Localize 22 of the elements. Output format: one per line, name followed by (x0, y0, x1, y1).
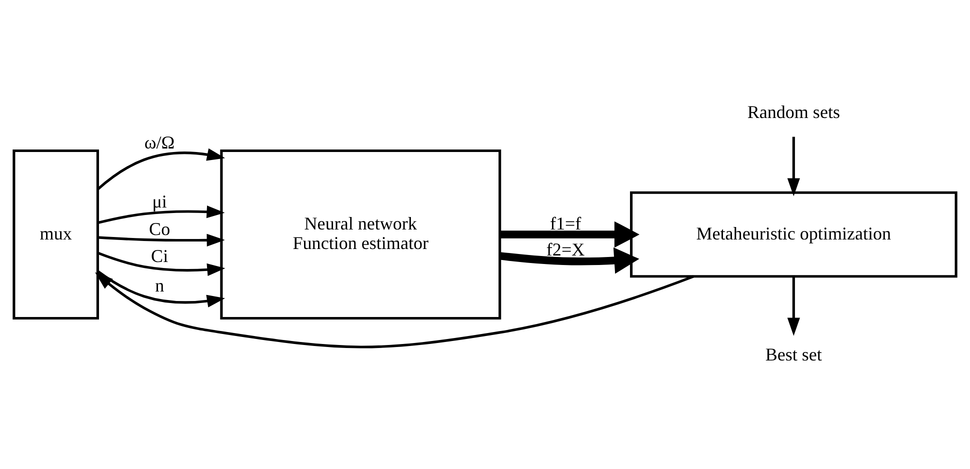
arrow (97, 252, 226, 276)
edge-label: Ci (151, 246, 168, 266)
arrow (500, 221, 640, 248)
arrow (787, 276, 800, 336)
node-text: Best set (765, 344, 822, 364)
edge-label: n (155, 275, 164, 296)
arrow (96, 148, 226, 190)
arrow (787, 136, 800, 196)
edge-label: μi (152, 192, 167, 212)
arrow (97, 270, 226, 308)
node-box: Neural network Function estimator (220, 149, 502, 320)
node-box: mux (12, 149, 99, 320)
edge-label: ω/Ω (144, 132, 175, 152)
edge-label: f1=f (550, 214, 582, 234)
arrow (98, 206, 225, 224)
edge-label: Co (149, 218, 170, 239)
node-box: Metaheuristic optimization (630, 191, 958, 278)
arrow (98, 234, 225, 246)
edge-label: f2=X (546, 239, 585, 260)
arrow (95, 272, 694, 348)
node-text: Random sets (747, 102, 840, 122)
arrow (500, 247, 640, 274)
